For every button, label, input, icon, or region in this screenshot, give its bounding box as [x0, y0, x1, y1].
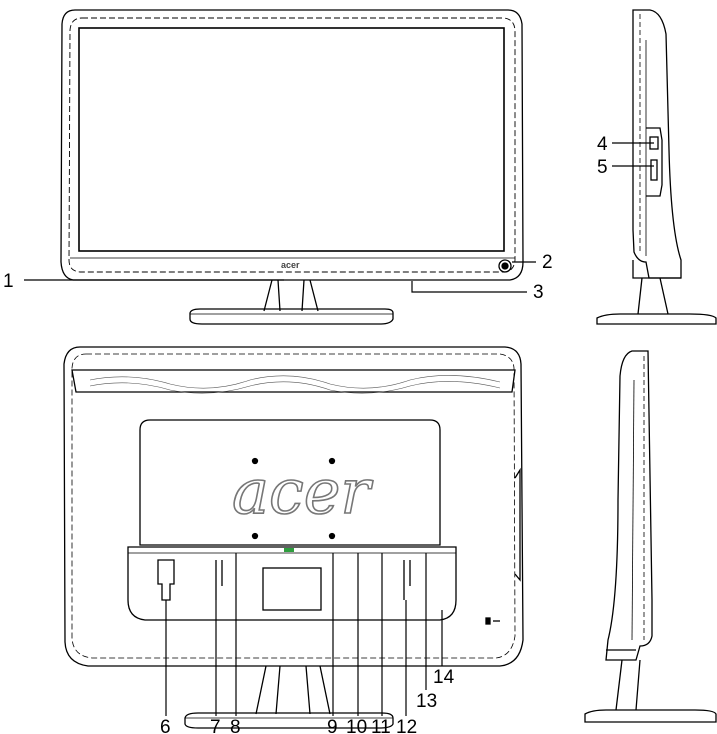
callout-13: 13	[416, 691, 437, 712]
rear-callout-lines	[165, 553, 443, 716]
rear-port-bay	[127, 546, 457, 621]
power-button[interactable]	[498, 259, 512, 273]
rear-shell-outline	[63, 346, 524, 667]
front-stand-base	[189, 308, 394, 325]
rear-logo: acer	[232, 455, 373, 528]
rear-center-cover	[262, 567, 322, 611]
callout-11: 11	[371, 717, 391, 734]
callout-4: 4	[597, 134, 608, 155]
kensington-slot	[485, 617, 491, 625]
rear-vent-band	[71, 369, 516, 393]
side-right-stand	[596, 260, 717, 325]
front-screen	[78, 27, 505, 252]
side-view-left	[584, 350, 717, 723]
rear-vesa-recess	[139, 419, 441, 546]
side-callout-lines	[612, 142, 654, 167]
callout-8: 8	[230, 717, 241, 734]
rear-view	[63, 346, 524, 729]
front-view	[60, 9, 524, 325]
front-bezel-inner	[68, 17, 516, 273]
power-connector	[157, 559, 175, 601]
rear-green-indicator	[284, 548, 294, 552]
callout-9: 9	[327, 717, 338, 734]
callout-1-front: 1	[3, 271, 14, 292]
callout-5: 5	[597, 157, 608, 178]
rear-stand-base	[184, 712, 394, 729]
callout-12: 12	[396, 717, 417, 734]
callout-6: 6	[160, 717, 171, 734]
callout-10: 10	[346, 717, 367, 734]
card-reader-slot	[650, 159, 658, 181]
rear-vent-texture	[89, 375, 501, 394]
front-bezel-outline	[60, 9, 524, 281]
callout-14: 14	[433, 667, 455, 688]
side-view-right	[596, 9, 717, 325]
side-left-stand	[584, 659, 717, 723]
callout-2: 2	[542, 252, 553, 273]
side-port-panel	[646, 127, 663, 197]
callout-3: 3	[533, 282, 544, 303]
side-right-body	[632, 9, 682, 279]
front-callout-lines	[24, 261, 536, 293]
front-stand-neck	[263, 279, 319, 312]
rear-stand-neck	[255, 665, 331, 715]
front-logo: acer	[281, 260, 300, 270]
side-left-body	[605, 350, 653, 661]
callout-7: 7	[210, 717, 221, 734]
